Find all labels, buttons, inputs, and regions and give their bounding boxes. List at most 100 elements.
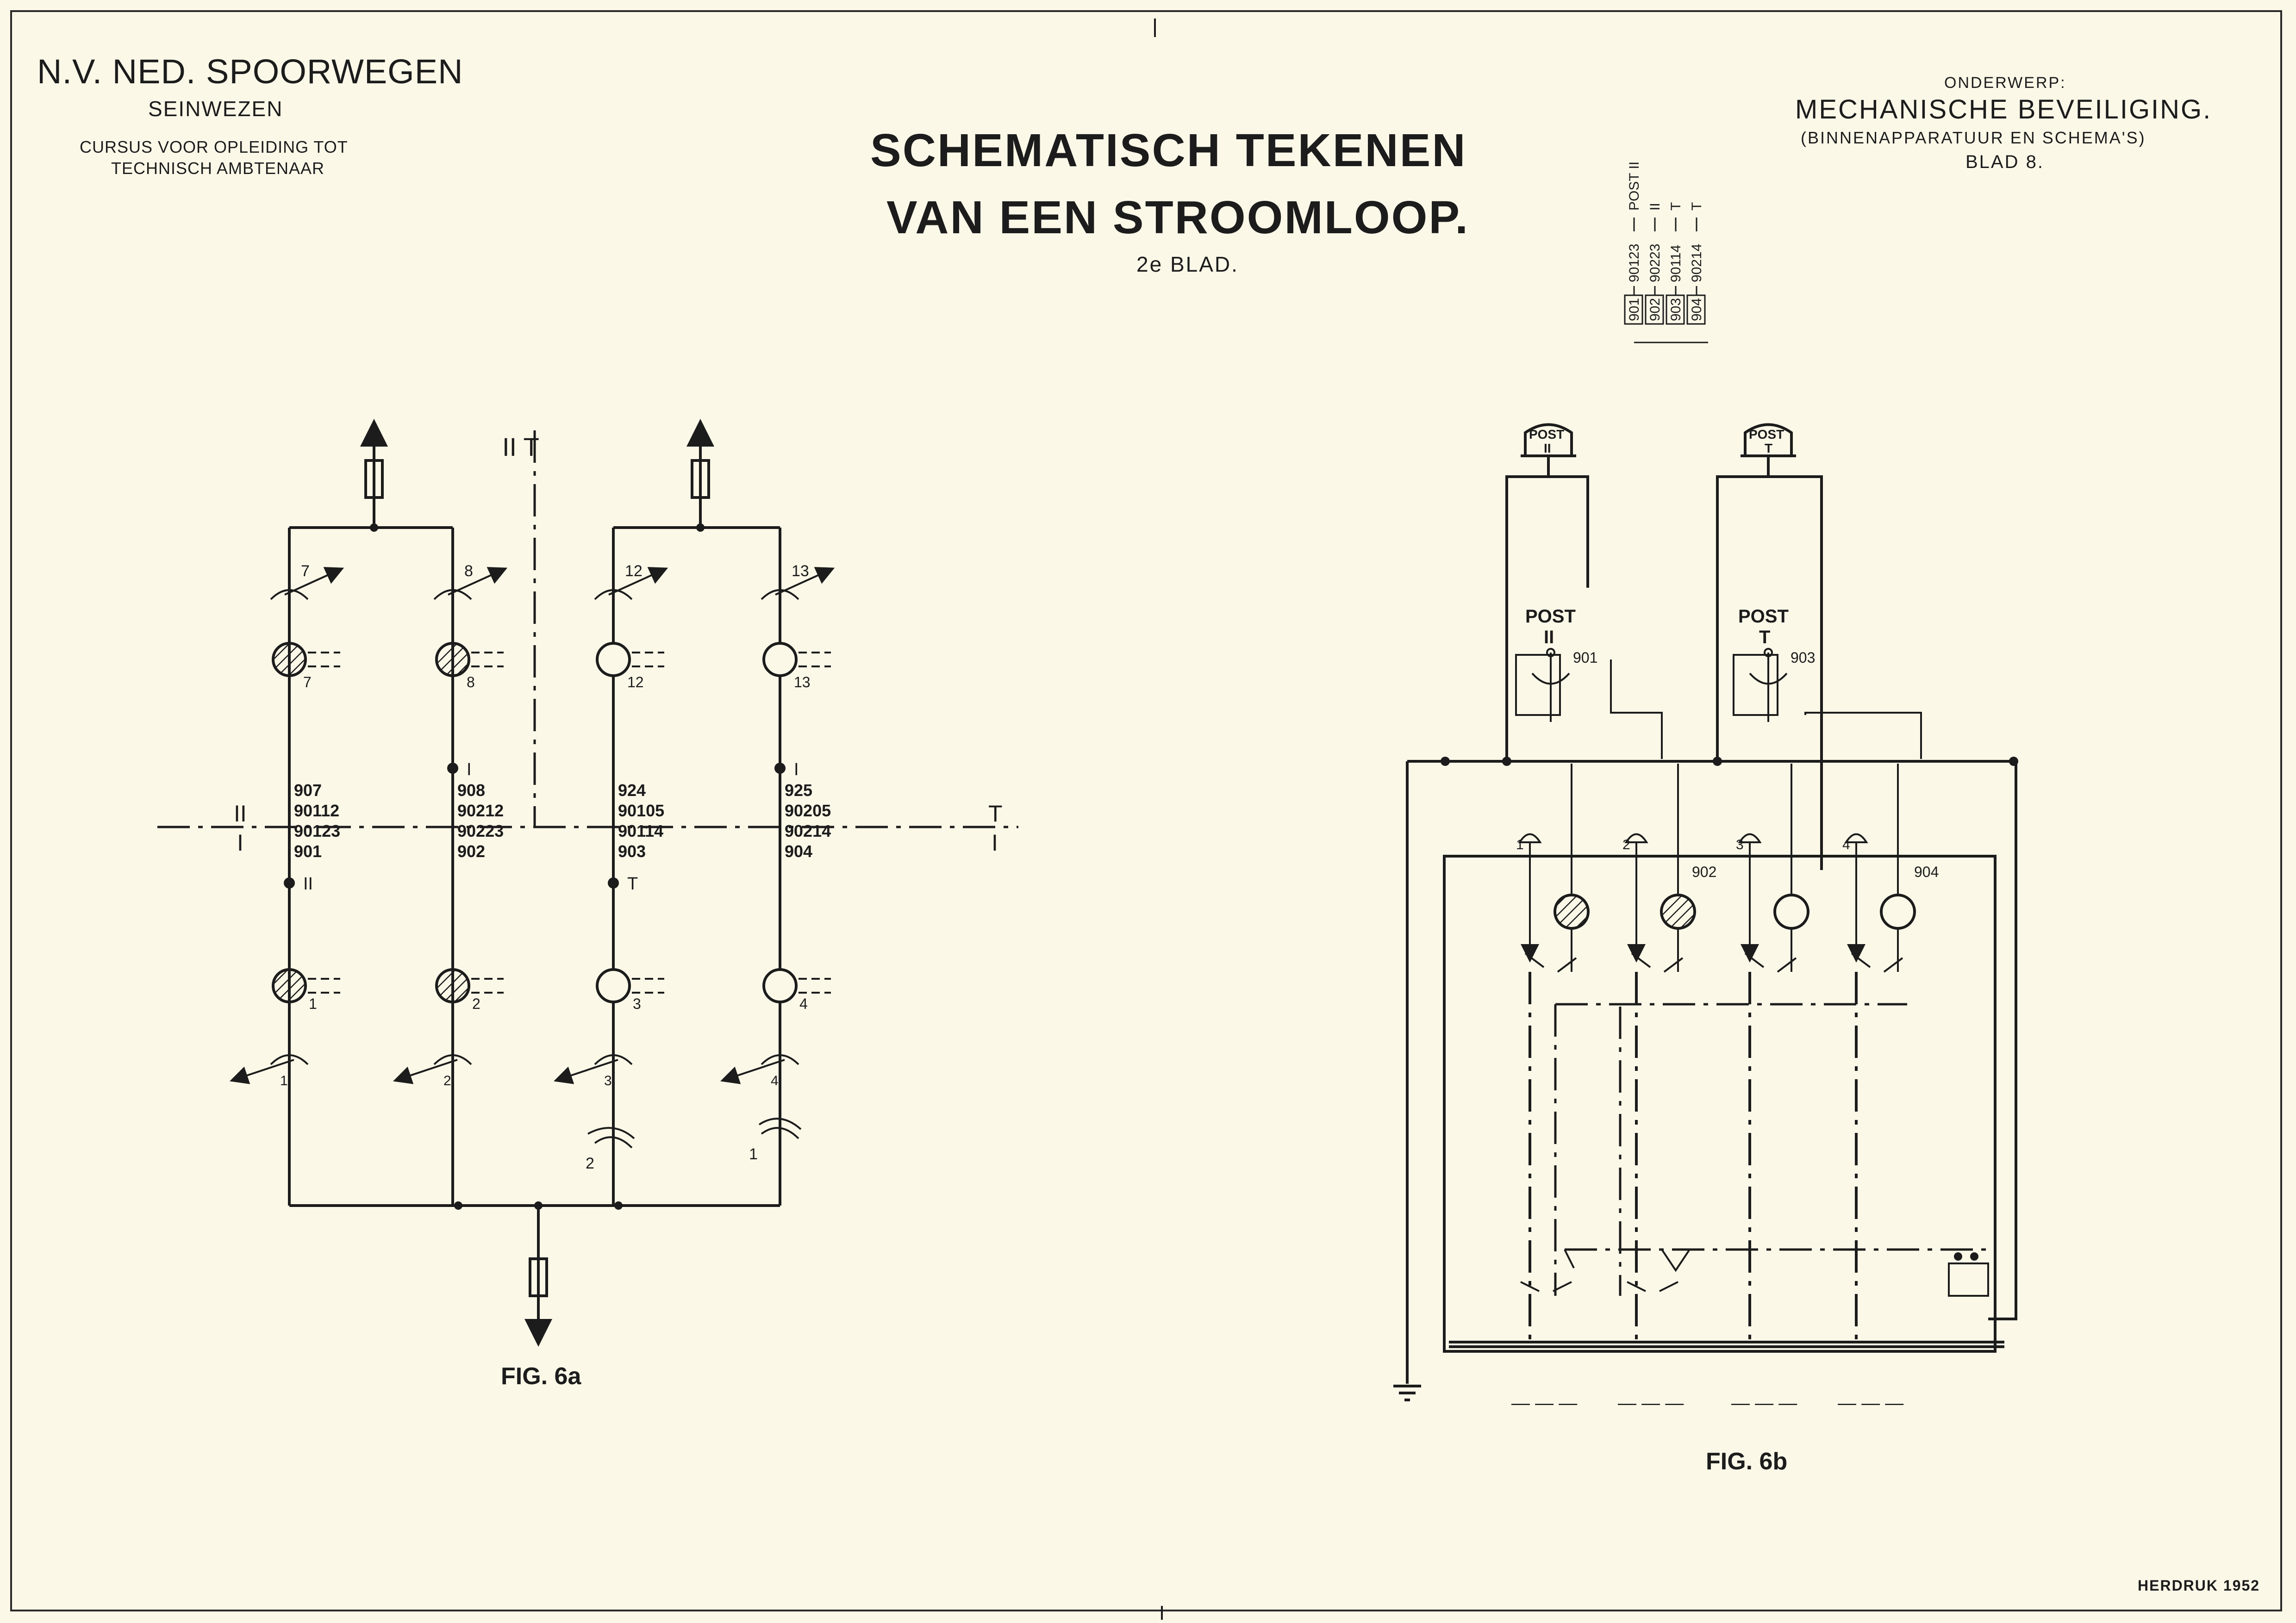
route-code: 903: [618, 842, 646, 861]
route-code: 90205: [785, 801, 831, 820]
zone-label-top: II T: [502, 432, 539, 461]
switch-number-top: 7: [301, 562, 310, 580]
svg-text:II: II: [1544, 441, 1551, 455]
switch-lever: [393, 1059, 458, 1084]
page-title-line-2: VAN EEN STROOMLOOP.: [886, 192, 1470, 243]
post-ii-panel: [1515, 654, 1561, 716]
sheet-border: [10, 10, 2282, 1611]
legend-tag: 901: [1627, 298, 1642, 321]
svg-text:POST: POST: [1749, 427, 1784, 442]
post-ii-roman: II: [1544, 627, 1554, 647]
switch-number-bottom: 3: [604, 1073, 612, 1088]
node: [696, 523, 705, 532]
lamp-lines: [632, 652, 664, 667]
page-title-line-1: SCHEMATISCH TEKENEN: [870, 124, 1467, 176]
contact: [1851, 952, 1903, 973]
figure-6a: II T II I T I 779079011290123901II118890…: [157, 419, 1018, 1347]
signal-lamp-lower: [272, 968, 307, 1003]
tag-label: I: [794, 760, 799, 779]
contact: [1744, 952, 1797, 973]
switch-arc: [594, 589, 633, 600]
figure-6b-caption: FIG. 6b: [1706, 1448, 1788, 1475]
switch-arc: [270, 589, 309, 600]
signal-lamp-lower: [596, 968, 631, 1003]
post-t-roman: T: [1759, 627, 1770, 647]
tag-label: II: [303, 874, 313, 894]
signal-lamp-upper: [596, 642, 631, 677]
lever-number: 3: [1736, 837, 1744, 852]
switch-number-top: 12: [625, 562, 643, 580]
switch-lever: [608, 567, 668, 596]
node: [1713, 757, 1722, 766]
node: [370, 523, 378, 532]
lamp-number-lower: 3: [633, 995, 641, 1012]
legend-code: 90123: [1627, 244, 1642, 282]
switch-number-top: 13: [792, 562, 809, 580]
zone-left-upper: II: [234, 801, 247, 827]
wire: [1768, 475, 1823, 870]
lever-head: [1518, 833, 1542, 843]
switch-arc: [433, 589, 472, 600]
lamp-number-upper: 8: [467, 674, 475, 690]
legend-row: 901 90123 POST II: [1624, 162, 1643, 325]
department-name: SEINWEZEN: [148, 97, 283, 121]
figure-6b: POST II POST T POST II 901 POST T 903: [1393, 423, 2018, 1413]
subject-line-1: MECHANISCHE BEVEILIGING.: [1795, 94, 2212, 124]
tag-label: I: [467, 760, 472, 779]
legend-post: POST II: [1627, 162, 1642, 211]
lever-head: [1624, 833, 1648, 843]
node: [1441, 757, 1450, 766]
indicator-lamp: [1660, 894, 1696, 930]
node: [454, 1201, 462, 1210]
fuse-left: [364, 459, 384, 499]
route-code: 925: [785, 781, 812, 800]
contact-arc: [587, 1127, 635, 1139]
lamp-lines: [308, 978, 340, 994]
wire: [1610, 659, 1663, 759]
lever-head: [1738, 833, 1762, 843]
lever-base-mark: — — —: [1511, 1393, 1577, 1413]
zone-left-lower: I: [237, 830, 243, 856]
route-code: 924: [618, 781, 646, 800]
contact-arc: [594, 1136, 633, 1149]
route-code: 90114: [618, 821, 663, 840]
legend-tag: 903: [1668, 298, 1684, 321]
post-box-t: POST T: [1741, 423, 1796, 457]
contact-arc: [761, 1127, 799, 1139]
lower-contact: [1520, 1281, 1572, 1292]
reprint-note: HERDRUK 1952: [2138, 1577, 2260, 1594]
lever-head: [1844, 833, 1868, 843]
tag-dot: [774, 763, 786, 774]
switch-arc: [761, 1054, 799, 1065]
route-code: 901: [294, 842, 322, 861]
lever-number: 1: [1516, 837, 1524, 852]
relay-903-label: 903: [1791, 649, 1815, 666]
switch-arc: [761, 589, 799, 600]
lever-base-mark: — — —: [1731, 1393, 1797, 1413]
lamp-number-upper: 13: [794, 674, 811, 690]
lever-number: 4: [1842, 837, 1850, 852]
wire: [1804, 712, 1922, 759]
node: [1970, 1252, 1978, 1261]
relay-box: [1948, 1262, 1989, 1297]
signal-lamp-lower: [435, 968, 470, 1003]
subject-label: ONDERWERP:: [1944, 74, 2066, 92]
terminal: [1546, 648, 1555, 657]
lamp-number-lower: 2: [472, 995, 480, 1012]
legend-post: T: [1689, 202, 1704, 211]
organization-name: N.V. NED. SPOORWEGEN: [37, 52, 463, 91]
lamp-number-upper: 12: [627, 674, 644, 690]
svg-text:POST: POST: [1529, 427, 1564, 442]
legend-post: II: [1647, 203, 1663, 211]
route-code: 90214: [785, 821, 831, 840]
lever-group: 3 — — —: [1731, 764, 1809, 1413]
post-box-ii: POST II: [1521, 423, 1576, 457]
indicator-lamp: [1554, 894, 1590, 930]
route-code: 904: [785, 842, 812, 861]
relay-904-label: 904: [1914, 864, 1939, 880]
switch-lever: [720, 1059, 785, 1084]
